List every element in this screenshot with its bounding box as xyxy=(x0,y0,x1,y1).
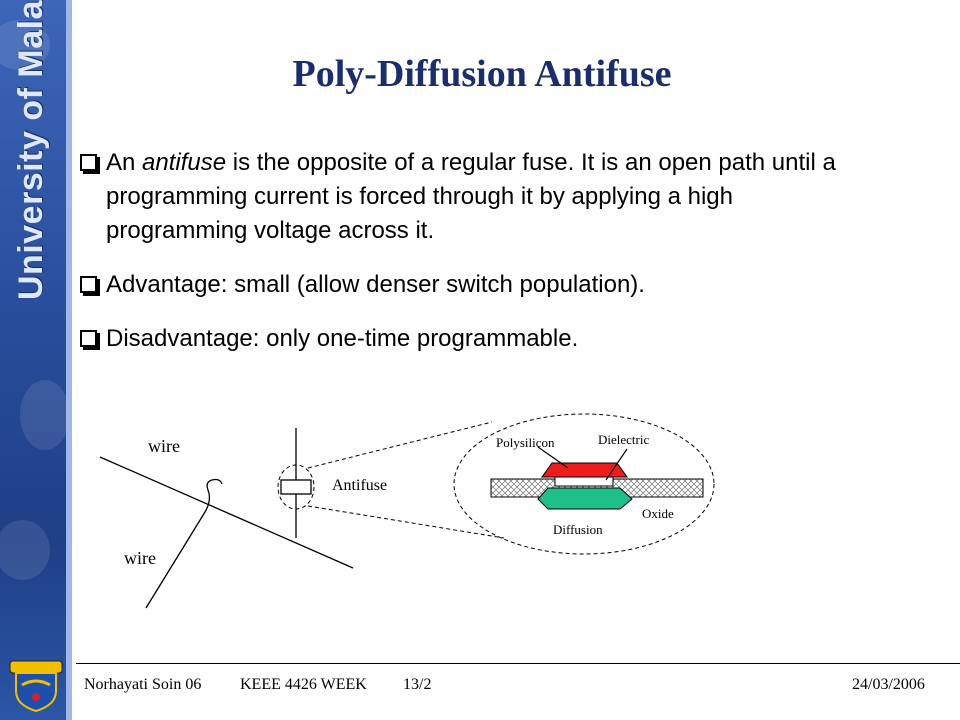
wire-label-top: wire xyxy=(148,436,180,456)
polysilicon-label: Polysilicon xyxy=(496,435,555,450)
dielectric-layer xyxy=(554,476,614,487)
slide-title: Poly-Diffusion Antifuse xyxy=(292,53,672,95)
bullet-marker-icon xyxy=(80,154,97,171)
bullet-text: Disadvantage: only one-time programmable… xyxy=(106,325,579,352)
dielectric-pointer xyxy=(605,448,628,481)
zoom-line-bottom xyxy=(307,505,505,539)
footer-divider xyxy=(76,663,960,664)
antifuse-symbol xyxy=(280,479,312,495)
bullet-marker-icon xyxy=(80,276,97,293)
antifuse-highlight-circle xyxy=(277,464,315,510)
wire-line-diagonal xyxy=(145,478,223,609)
sidebar-banner: University of Malaya xyxy=(0,0,72,720)
footer-week: 13/2 xyxy=(403,676,432,693)
footer-author: Norhayati Soin 06 xyxy=(84,676,202,693)
polysilicon-region xyxy=(541,462,628,478)
antifuse-label: Antifuse xyxy=(332,477,387,494)
oxide-label: Oxide xyxy=(642,506,674,521)
university-crest-icon xyxy=(9,660,63,713)
bullet-marker-icon xyxy=(80,330,97,347)
bullet-text: An antifuse is the opposite of a regular… xyxy=(106,149,836,244)
polysilicon-pointer xyxy=(537,446,569,469)
wire-label-bottom: wire xyxy=(124,548,156,568)
antifuse-diagram: wire wire Antifuse Polysilicon Dielectri… xyxy=(100,413,715,609)
bullet-text: Advantage: small (allow denser switch po… xyxy=(106,271,645,298)
zoom-line-top xyxy=(307,421,493,469)
footer-course: KEEE 4426 WEEK xyxy=(240,676,367,693)
diffusion-region xyxy=(537,487,633,510)
footer-date: 24/03/2006 xyxy=(852,676,925,693)
university-name: University of Malaya xyxy=(12,0,50,300)
wire-line-horizontal xyxy=(100,456,354,569)
zoom-detail-ellipse xyxy=(453,413,715,555)
diffusion-label: Diffusion xyxy=(553,522,603,537)
dielectric-label: Dielectric xyxy=(598,432,649,447)
